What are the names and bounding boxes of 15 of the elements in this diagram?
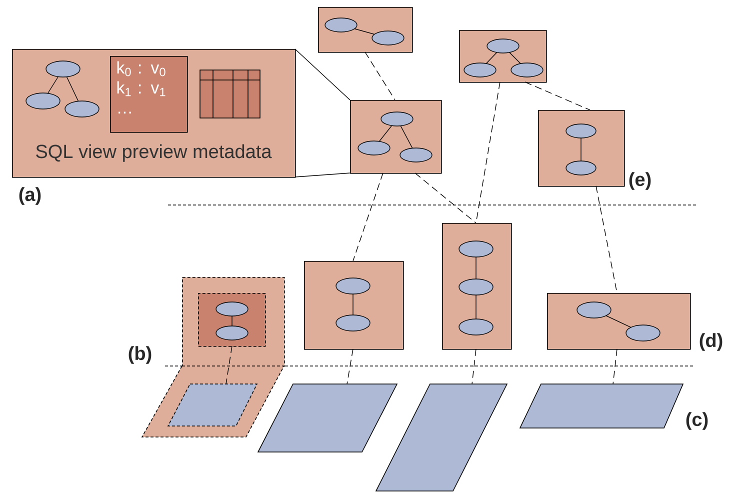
connector-line (472, 348, 476, 384)
connector-line (612, 348, 618, 384)
panel-label: (a) (19, 187, 41, 205)
zoom-line (294, 48, 350, 100)
connector-line (364, 52, 396, 100)
panel-box: k$_{0}$ : v$_{0}$ k$_{1}$ : v$_{1}$ … (110, 56, 188, 133)
panel-label: (d) (700, 333, 722, 351)
connector-line (524, 82, 590, 110)
panel-label: (b) (128, 346, 152, 364)
connector-line (414, 172, 476, 224)
connector-line (346, 348, 354, 384)
box (304, 261, 404, 350)
zoom-line (294, 172, 350, 178)
connector-line (226, 346, 232, 384)
connector-line (352, 172, 384, 262)
